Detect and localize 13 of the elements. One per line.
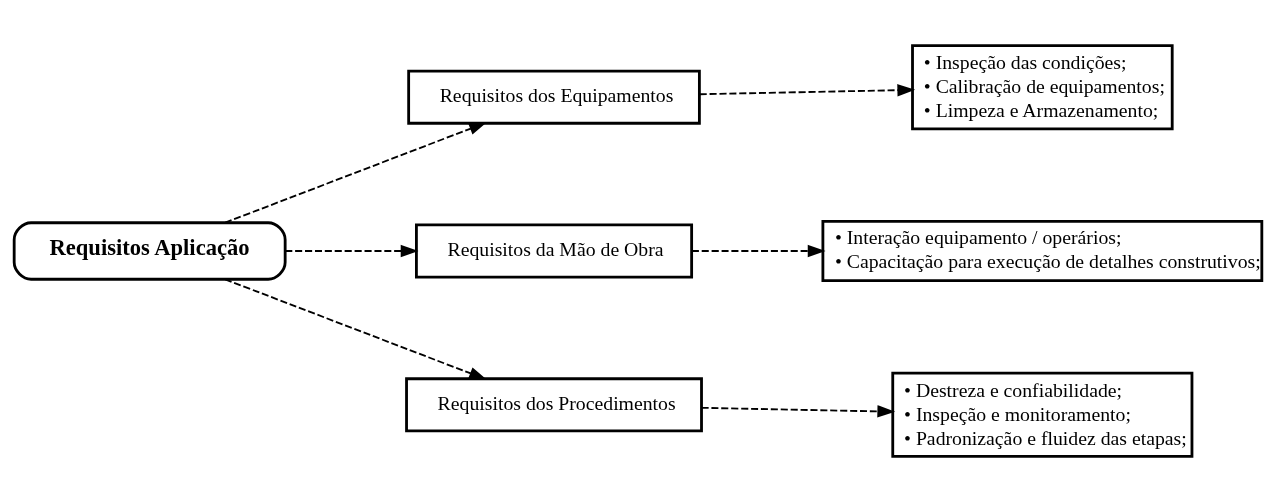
node-box: Requisitos Aplicação <box>12 221 287 281</box>
node-box: Requisitos dos Equipamentos <box>407 69 701 125</box>
node-box: Requisitos da Mão de Obra <box>415 223 694 279</box>
arrow <box>691 244 826 258</box>
arrow <box>698 83 916 97</box>
node-box: • Interação equipamento / operários; • Capacitação para execução de detalhes construtivos; <box>821 219 1264 283</box>
node-box: Requisitos dos Procedimentos <box>405 377 703 433</box>
arrow <box>224 278 487 380</box>
arrow <box>284 244 419 258</box>
node-box: • Inspeção das condições; • Calibração de equipamentos; • Limpeza e Armazenamento; <box>911 44 1174 131</box>
node-box: • Destreza e confiabilidade; • Inspeção e monitoramento; • Padronização e fluidez das etapas; <box>891 371 1194 458</box>
arrow <box>224 122 487 224</box>
arrow <box>700 405 896 418</box>
